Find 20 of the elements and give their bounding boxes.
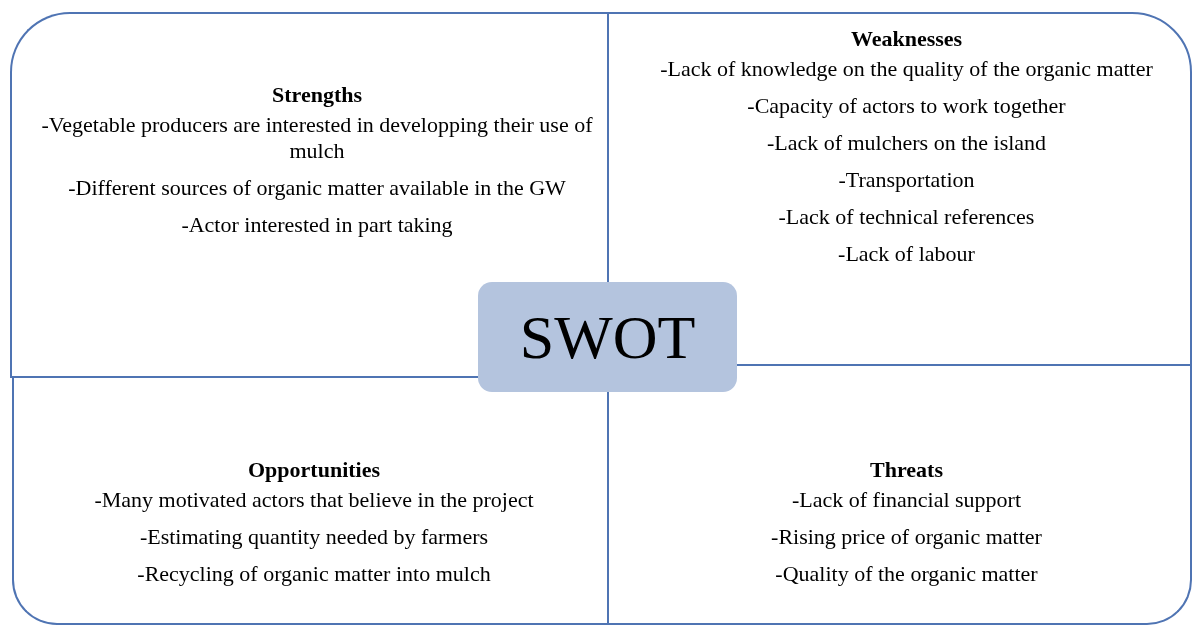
bullet-text: -Rising price of organic matter bbox=[770, 524, 1043, 550]
center-label-box: SWOT bbox=[478, 282, 737, 392]
bullet-text: -Lack of financial support bbox=[790, 487, 1023, 513]
bullet-text: -Lack of technical references bbox=[777, 204, 1036, 230]
bullet-text: -Lack of labour bbox=[837, 241, 976, 267]
bullet-text: -Estimating quantity needed by farmers bbox=[138, 524, 490, 550]
quadrant-heading: Opportunities bbox=[247, 457, 381, 483]
bullet-text: -Actor interested in part taking bbox=[180, 212, 454, 238]
bullet-text: -Recycling of organic matter into mulch bbox=[136, 561, 492, 587]
quadrant-heading: Strengths bbox=[270, 82, 364, 108]
quadrant-heading: Threats bbox=[869, 457, 944, 483]
bullet-text: -Quality of the organic matter bbox=[774, 561, 1039, 587]
bullet-text: -Lack of knowledge on the quality of the organic matter bbox=[659, 56, 1154, 82]
bullet-text: -Lack of mulchers on the island bbox=[765, 130, 1048, 156]
bullet-text: -Many motivated actors that believe in the project bbox=[93, 487, 535, 513]
bullet-text: -Capacity of actors to work together bbox=[746, 93, 1067, 119]
quadrant-heading: Weaknesses bbox=[849, 26, 964, 52]
bullet-text: -Transportation bbox=[837, 167, 976, 193]
bullet-text: -Vegetable producers are interested in developping their use of mulch bbox=[40, 112, 594, 164]
bullet-text: -Different sources of organic matter available in the GW bbox=[67, 175, 567, 201]
